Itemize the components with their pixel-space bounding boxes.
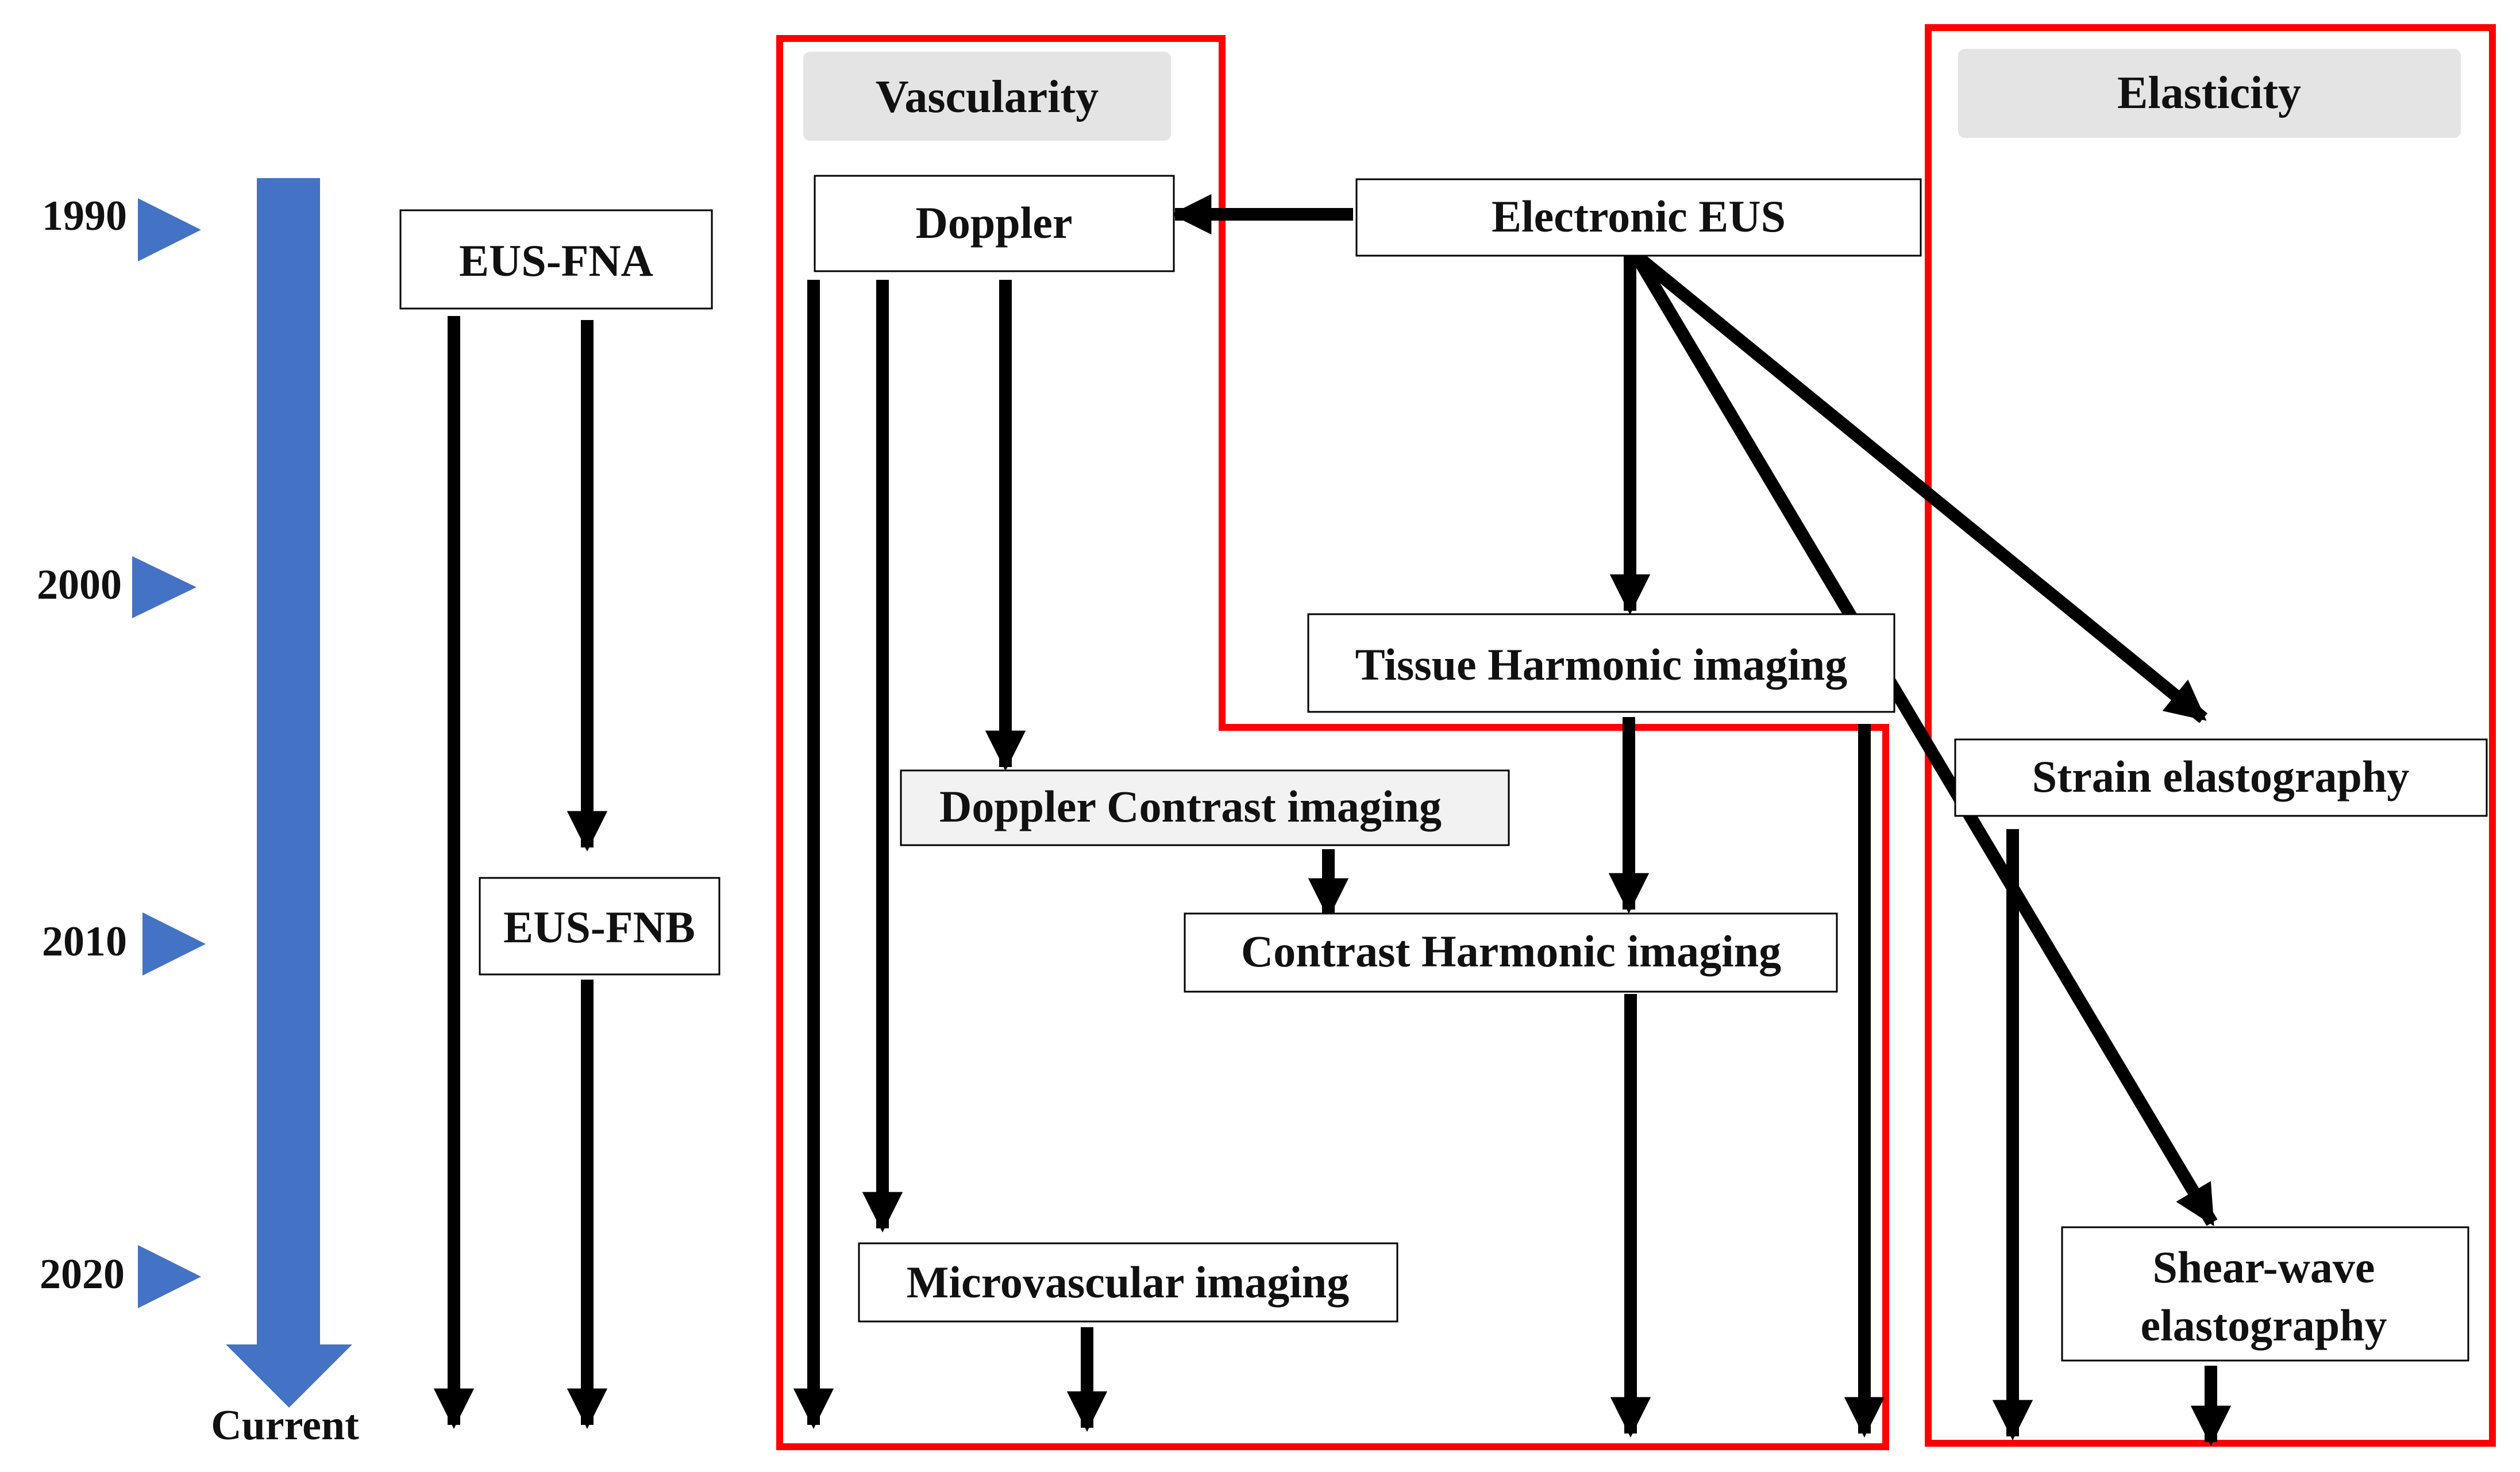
vascularity-header: Vascularity — [803, 52, 1171, 141]
node-shear-wave-elastography: Shear-wave elastography — [2061, 1226, 2469, 1362]
timeline: 1990 2000 2010 2020 Current — [37, 178, 359, 1449]
node-shear-wave-elastography-label-line1: Shear-wave — [2152, 1242, 2375, 1292]
vascularity-header-label: Vascularity — [876, 72, 1099, 122]
node-electronic-eus-label: Electronic EUS — [1492, 191, 1786, 241]
node-strain-elastography-label: Strain elastography — [2032, 752, 2410, 801]
year-marker-2000 — [132, 556, 196, 618]
year-marker-2010 — [142, 912, 206, 976]
current-label: Current — [211, 1402, 359, 1449]
vascularity-group-frame — [776, 35, 1889, 1450]
year-label-2000: 2000 — [37, 561, 122, 608]
node-shear-wave-elastography-label-line2: elastography — [2141, 1300, 2387, 1350]
node-tissue-harmonic-imaging: Tissue Harmonic imaging — [1307, 613, 1895, 713]
elasticity-header: Elasticity — [1958, 49, 2461, 138]
elasticity-header-label: Elasticity — [2117, 68, 2301, 118]
node-eus-fnb-label: EUS-FNB — [503, 902, 695, 952]
node-eus-fnb: EUS-FNB — [479, 877, 720, 976]
timeline-arrow-shaft — [257, 178, 320, 1350]
node-doppler-label: Doppler — [916, 198, 1073, 248]
node-strain-elastography: Strain elastography — [1954, 738, 2488, 817]
arrows — [433, 194, 2232, 1447]
year-label-1990: 1990 — [42, 192, 127, 240]
node-tissue-harmonic-imaging-label: Tissue Harmonic imaging — [1355, 639, 1848, 689]
timeline-arrow-head — [226, 1344, 352, 1408]
node-eus-fna-label: EUS-FNA — [459, 236, 653, 286]
node-electronic-eus: Electronic EUS — [1355, 178, 1922, 257]
year-marker-1990 — [138, 198, 201, 261]
node-microvascular-imaging: Microvascular imaging — [858, 1242, 1398, 1323]
arrow-electronic-eus-to-shear-wave — [1631, 252, 2218, 1227]
node-doppler-contrast-imaging: Doppler Contrast imaging — [900, 769, 1510, 846]
node-contrast-harmonic-imaging: Contrast Harmonic imaging — [1184, 912, 1838, 993]
node-doppler-contrast-imaging-label: Doppler Contrast imaging — [939, 781, 1442, 831]
arrow-electronic-eus-to-strain — [1632, 251, 2207, 723]
year-label-2020: 2020 — [40, 1251, 125, 1298]
node-eus-fna: EUS-FNA — [399, 209, 713, 310]
year-label-2010: 2010 — [42, 918, 127, 965]
node-contrast-harmonic-imaging-label: Contrast Harmonic imaging — [1241, 926, 1781, 976]
node-doppler: Doppler — [814, 175, 1175, 272]
year-marker-2020 — [138, 1245, 201, 1308]
node-microvascular-imaging-label: Microvascular imaging — [907, 1257, 1350, 1307]
